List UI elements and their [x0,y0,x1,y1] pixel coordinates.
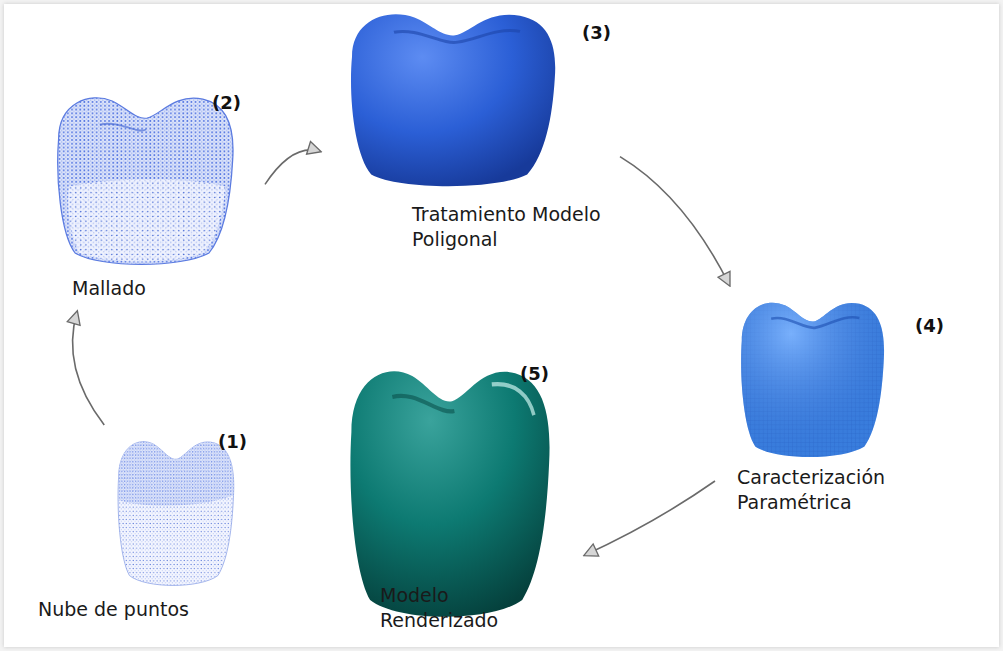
stage-group: Caracterización Paramétrica (4) [715,285,955,530]
stage-group: Modelo Renderizado (5) [325,345,585,645]
stage-group: Tratamiento Modelo Poligonal (3) [320,2,620,264]
stage-group: Nube de puntos (1) [30,425,255,640]
stage-label: Modelo Renderizado [380,583,540,632]
callout-number: (4) [915,315,944,336]
flow-arrow [265,150,320,184]
stage-label: Tratamiento Modelo Poligonal [412,202,612,251]
flow-arrow [73,312,105,425]
stage-group: Mallado (2) [30,80,265,312]
callout-number: (3) [582,22,611,43]
callout-number: (5) [520,363,549,384]
callout-number: (2) [212,92,241,113]
stage-label: Caracterización Paramétrica [737,465,937,514]
stage-label: Mallado [72,276,146,301]
flow-arrow [585,481,715,555]
flow-arrow [620,157,729,285]
stage-label: Nube de puntos [38,597,189,622]
callout-number: (1) [218,431,247,452]
